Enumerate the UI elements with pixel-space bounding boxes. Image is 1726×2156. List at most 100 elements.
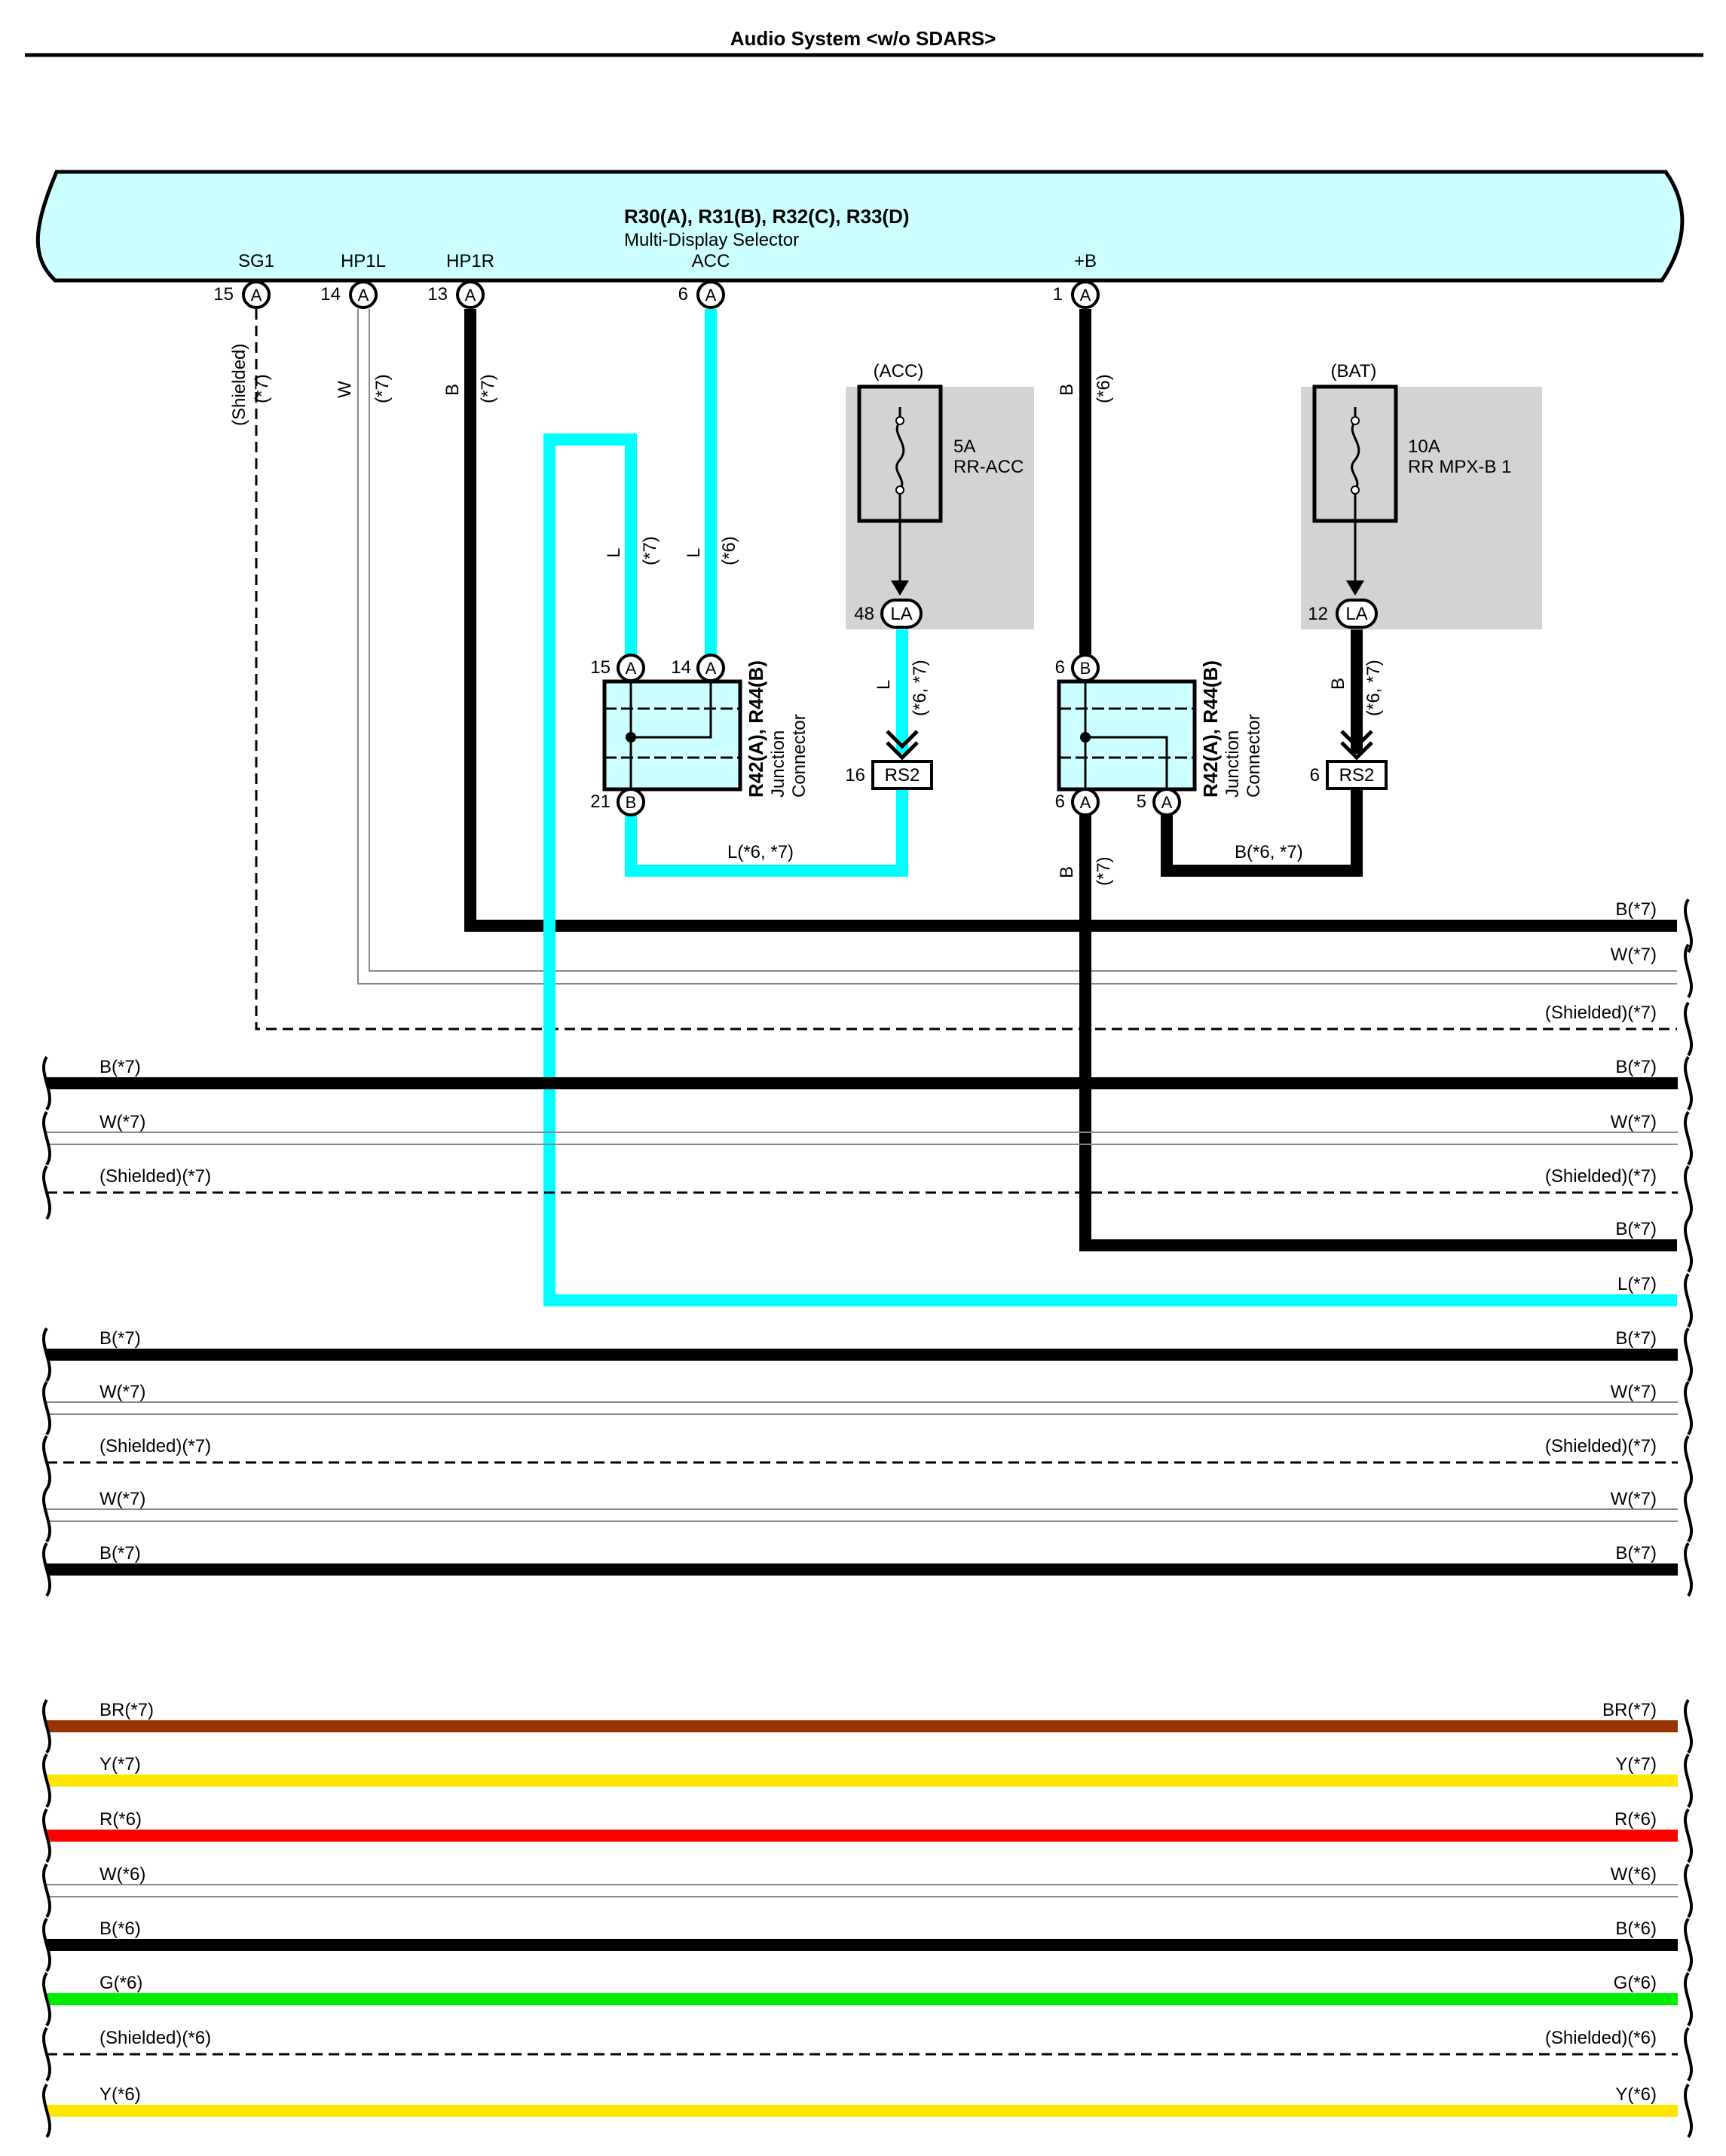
continuation-mark xyxy=(1683,1055,1694,1111)
junction-name: Junction xyxy=(768,730,788,798)
continuation-mark xyxy=(41,1917,52,1973)
connector-la-pin: 48 xyxy=(854,604,874,624)
terminal-name: HP1R xyxy=(446,251,494,271)
wire-hp1r-black xyxy=(464,309,1677,932)
harness-label-left: Y(*6) xyxy=(99,2084,141,2105)
fuse-terminal xyxy=(895,416,904,425)
continuation-mark xyxy=(1683,1217,1694,1273)
harness-label-right: R(*6) xyxy=(1614,1809,1657,1830)
junction-name: Connector xyxy=(1244,714,1264,798)
connector-la-label: LA xyxy=(1345,604,1367,624)
harness-label-right: W(*7) xyxy=(1611,1112,1657,1132)
terminal-name: SG1 xyxy=(238,251,274,271)
harness-label-right: L(*7) xyxy=(1617,1274,1657,1294)
junction-code: R42(A), R44(B) xyxy=(745,660,767,798)
connector-rs2-box xyxy=(1326,760,1388,790)
continuation-mark xyxy=(41,2026,52,2082)
harness-label-right: (Shielded)(*7) xyxy=(1545,1436,1657,1456)
connector-rs2-box xyxy=(871,760,933,790)
continuation-mark xyxy=(1683,1698,1694,1754)
continuation-mark xyxy=(1683,2026,1694,2082)
pin-number: 5 xyxy=(1137,792,1146,812)
pin-circle xyxy=(456,280,485,309)
harness-label-left: (Shielded)(*7) xyxy=(99,1166,211,1187)
harness-label-right: Y(*7) xyxy=(1615,1754,1657,1775)
component-name: Multi-Display Selector xyxy=(624,230,799,250)
harness-label-left: Y(*7) xyxy=(99,1754,141,1775)
pin-connector: A xyxy=(1080,793,1091,812)
harness-label-left: B(*7) xyxy=(99,1328,141,1349)
continuation-mark xyxy=(1683,1917,1694,1973)
wire-label: (*7) xyxy=(478,374,498,403)
pin-number: 1 xyxy=(1053,284,1063,305)
junction-connector-2: R42(A), R44(B) Junction Connector 6 6 5 xyxy=(1055,657,1264,812)
junction-box xyxy=(602,679,742,792)
continuation-mark xyxy=(41,1698,52,1754)
wire-label: B(*6, *7) xyxy=(1235,842,1303,862)
fuse-supply: (BAT) xyxy=(1331,361,1377,381)
pin-connector: A xyxy=(705,659,717,678)
pin-circle xyxy=(1152,788,1181,816)
fuse-element-icon xyxy=(1351,407,1360,491)
page-title: Audio System <w/o SDARS> xyxy=(730,27,996,50)
continuation-mark xyxy=(1683,1272,1694,1328)
harness-label-right: W(*6) xyxy=(1611,1864,1657,1885)
continuation-mark xyxy=(41,2083,52,2139)
pin-circle xyxy=(696,280,725,309)
pin-number: 14 xyxy=(320,284,341,305)
wire-sg1-shielded xyxy=(255,309,1677,1031)
pin-number: 15 xyxy=(213,284,234,305)
continuation-mark xyxy=(1683,1110,1694,1166)
continuation-mark xyxy=(1683,1971,1694,2027)
harness-lines: B(*7) W(*7) (Shielded)(*7) B(*7) B(*7) W(*7) W… xyxy=(41,898,1694,2139)
wire-label: W xyxy=(335,381,355,398)
junction-splice xyxy=(1080,732,1091,743)
wire-jc2-down-black xyxy=(1079,803,1677,1251)
pin-connector: B xyxy=(626,793,637,812)
harness-label-left: W(*7) xyxy=(99,1382,145,1402)
pin-connector: A xyxy=(465,286,476,305)
continuation-mark xyxy=(41,1165,52,1220)
harness-label-left: W(*6) xyxy=(99,1864,145,1885)
continuation-mark xyxy=(1683,1487,1694,1543)
fuse-block-bat: (BAT) 10A RR MPX-B 1 LA 12 xyxy=(1301,361,1542,629)
continuation-mark xyxy=(1683,1165,1694,1220)
wire-label: B xyxy=(1057,866,1077,878)
fuse-terminal xyxy=(895,485,904,495)
wire-label: L(*6, *7) xyxy=(727,842,794,862)
wire-label: (*6, *7) xyxy=(1363,660,1384,716)
harness-label-right: Y(*6) xyxy=(1615,2084,1657,2105)
pin-circles: A A A A A A A B B A A xyxy=(242,280,1181,816)
wire-label: (Shielded) xyxy=(229,344,249,426)
pin-number: 6 xyxy=(1055,657,1065,678)
harness-label-left: W(*7) xyxy=(99,1112,145,1132)
harness-label-right: B(*7) xyxy=(1615,1328,1657,1349)
pin-circle xyxy=(1071,654,1100,682)
wire-jc1-to-rs2 xyxy=(625,788,908,877)
continuation-mark xyxy=(1683,1001,1694,1057)
junction-connector-1: R42(A), R44(B) Junction Connector 15 14 … xyxy=(590,657,809,812)
harness-label-right: (Shielded)(*7) xyxy=(1545,1166,1657,1187)
pin-number: 15 xyxy=(590,657,611,678)
continuation-mark xyxy=(41,1971,52,2027)
harness-label-left: G(*6) xyxy=(99,1973,142,1993)
connector-chevron-icon xyxy=(1340,730,1373,761)
pin-connector: B xyxy=(1080,659,1091,678)
harness-label-left: R(*6) xyxy=(99,1809,142,1830)
wire-label: (*6) xyxy=(719,536,739,565)
continuation-mark xyxy=(41,1327,52,1383)
fuse-rating: 5A xyxy=(953,436,975,457)
harness-label-left: B(*6) xyxy=(99,1919,141,1939)
multi-display-selector-box xyxy=(35,170,1685,283)
harness-label-left: W(*7) xyxy=(99,1489,145,1509)
connector-rs2-label: RS2 xyxy=(885,765,920,786)
pin-number: 6 xyxy=(678,284,688,305)
connector-rs2-acc: RS2 16 xyxy=(845,730,933,790)
fuse-rating: 10A xyxy=(1408,436,1440,457)
continuation-mark xyxy=(1683,1808,1694,1864)
harness-label-right: B(*7) xyxy=(1615,1057,1657,1077)
continuation-mark xyxy=(41,1110,52,1166)
fuse-name: RR-ACC xyxy=(953,457,1024,477)
junction-name: Connector xyxy=(789,714,809,798)
harness-label-left: (Shielded)(*7) xyxy=(99,1436,211,1456)
